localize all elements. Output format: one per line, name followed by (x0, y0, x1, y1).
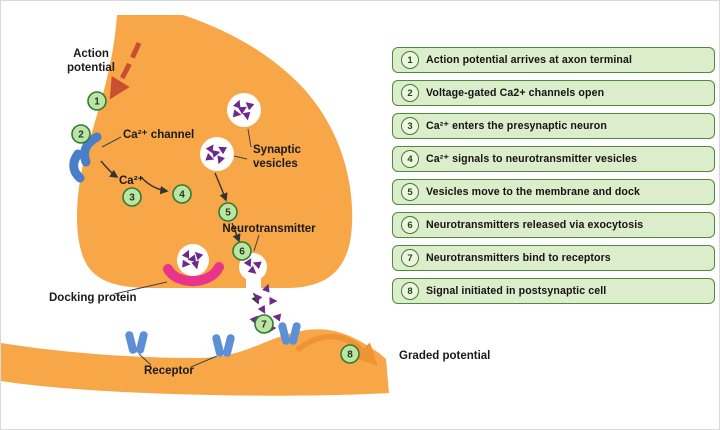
docked-vesicle (177, 244, 209, 276)
step-number-badge: 8 (401, 282, 419, 300)
svg-text:8: 8 (347, 350, 353, 361)
receptor-label: Receptor (144, 365, 194, 377)
step-number-badge: 4 (401, 150, 419, 168)
arrow-vesicle-move (214, 172, 228, 202)
step-text: Signal initiated in postsynaptic cell (426, 285, 607, 297)
step-item-2: 2 Voltage-gated Ca2+ channels open (392, 80, 715, 106)
svg-text:4: 4 (179, 190, 185, 201)
action-potential-label: Action (73, 48, 109, 60)
svg-text:2: 2 (78, 130, 84, 141)
step-number-badge: 5 (401, 183, 419, 201)
steps-list: 1 Action potential arrives at axon termi… (392, 47, 715, 304)
diagram-badge-4: 4 (172, 184, 192, 204)
calcium-channel (69, 132, 102, 183)
synaptic-vesicle (227, 93, 261, 127)
synaptic-vesicle (200, 137, 234, 171)
step-item-5: 5 Vesicles move to the membrane and dock (392, 179, 715, 205)
diagram-badge-5: 5 (218, 202, 238, 222)
svg-text:3: 3 (129, 193, 135, 204)
synaptic-vesicles-label: Synaptic (253, 144, 302, 156)
diagram-badge-1: 1 (87, 91, 107, 111)
step-item-7: 7 Neurotransmitters bind to receptors (392, 245, 715, 271)
step-number-badge: 1 (401, 51, 419, 69)
step-text: Neurotransmitters released via exocytosi… (426, 219, 644, 231)
diagram-badge-8: 8 (340, 344, 360, 364)
svg-text:1: 1 (94, 97, 100, 108)
step-item-6: 6 Neurotransmitters released via exocyto… (392, 212, 715, 238)
step-item-3: 3 Ca²⁺ enters the presynaptic neuron (392, 113, 715, 139)
step-text: Ca²⁺ signals to neurotransmitter vesicle… (426, 153, 638, 165)
synaptic-vesicles-label-2: vesicles (253, 158, 298, 170)
svg-text:7: 7 (261, 320, 267, 331)
receptor-protein (125, 331, 148, 354)
step-number-badge: 6 (401, 216, 419, 234)
svg-text:6: 6 (239, 247, 245, 258)
postsynaptic-membrane (1, 329, 389, 396)
step-text: Ca²⁺ enters the presynaptic neuron (426, 120, 607, 132)
step-text: Vesicles move to the membrane and dock (426, 186, 640, 198)
fusing-vesicle (239, 253, 267, 293)
diagram-step-badges: 1 2 3 4 5 6 7 (71, 91, 360, 364)
step-text: Voltage-gated Ca2+ channels open (426, 87, 605, 99)
step-item-4: 4 Ca²⁺ signals to neurotransmitter vesic… (392, 146, 715, 172)
ca-channel-label: Ca²⁺ channel (123, 129, 194, 141)
action-potential-arrow (109, 41, 142, 100)
diagram-badge-7: 7 (254, 314, 274, 334)
step-item-8: 8 Signal initiated in postsynaptic cell (392, 278, 715, 304)
diagram-badge-6: 6 (232, 241, 252, 261)
step-number-badge: 3 (401, 117, 419, 135)
arrow-ca-signal (140, 176, 169, 195)
neurotransmitter-label: Neurotransmitter (222, 223, 316, 235)
graded-potential-label: Graded potential (399, 350, 490, 362)
step-number-badge: 7 (401, 249, 419, 267)
label-pointer-lines (101, 128, 260, 368)
diagram-badge-2: 2 (71, 124, 91, 144)
arrow-ca-entry (100, 160, 119, 178)
diagram-badge-3: 3 (122, 187, 142, 207)
step-text: Neurotransmitters bind to receptors (426, 252, 611, 264)
receptor-protein (212, 334, 235, 357)
step-text: Action potential arrives at axon termina… (426, 54, 633, 66)
step-number-badge: 2 (401, 84, 419, 102)
step-item-1: 1 Action potential arrives at axon termi… (392, 47, 715, 73)
docking-protein-label: Docking protein (49, 292, 137, 304)
docking-protein (163, 262, 224, 287)
ca-ion-label: Ca²⁺ (119, 175, 144, 187)
svg-text:5: 5 (225, 208, 231, 219)
action-potential-label-2: potential (67, 62, 115, 74)
graded-potential-arrow (295, 333, 378, 366)
arrow-vesicle-dock (231, 222, 241, 243)
receptor-protein (278, 322, 301, 345)
